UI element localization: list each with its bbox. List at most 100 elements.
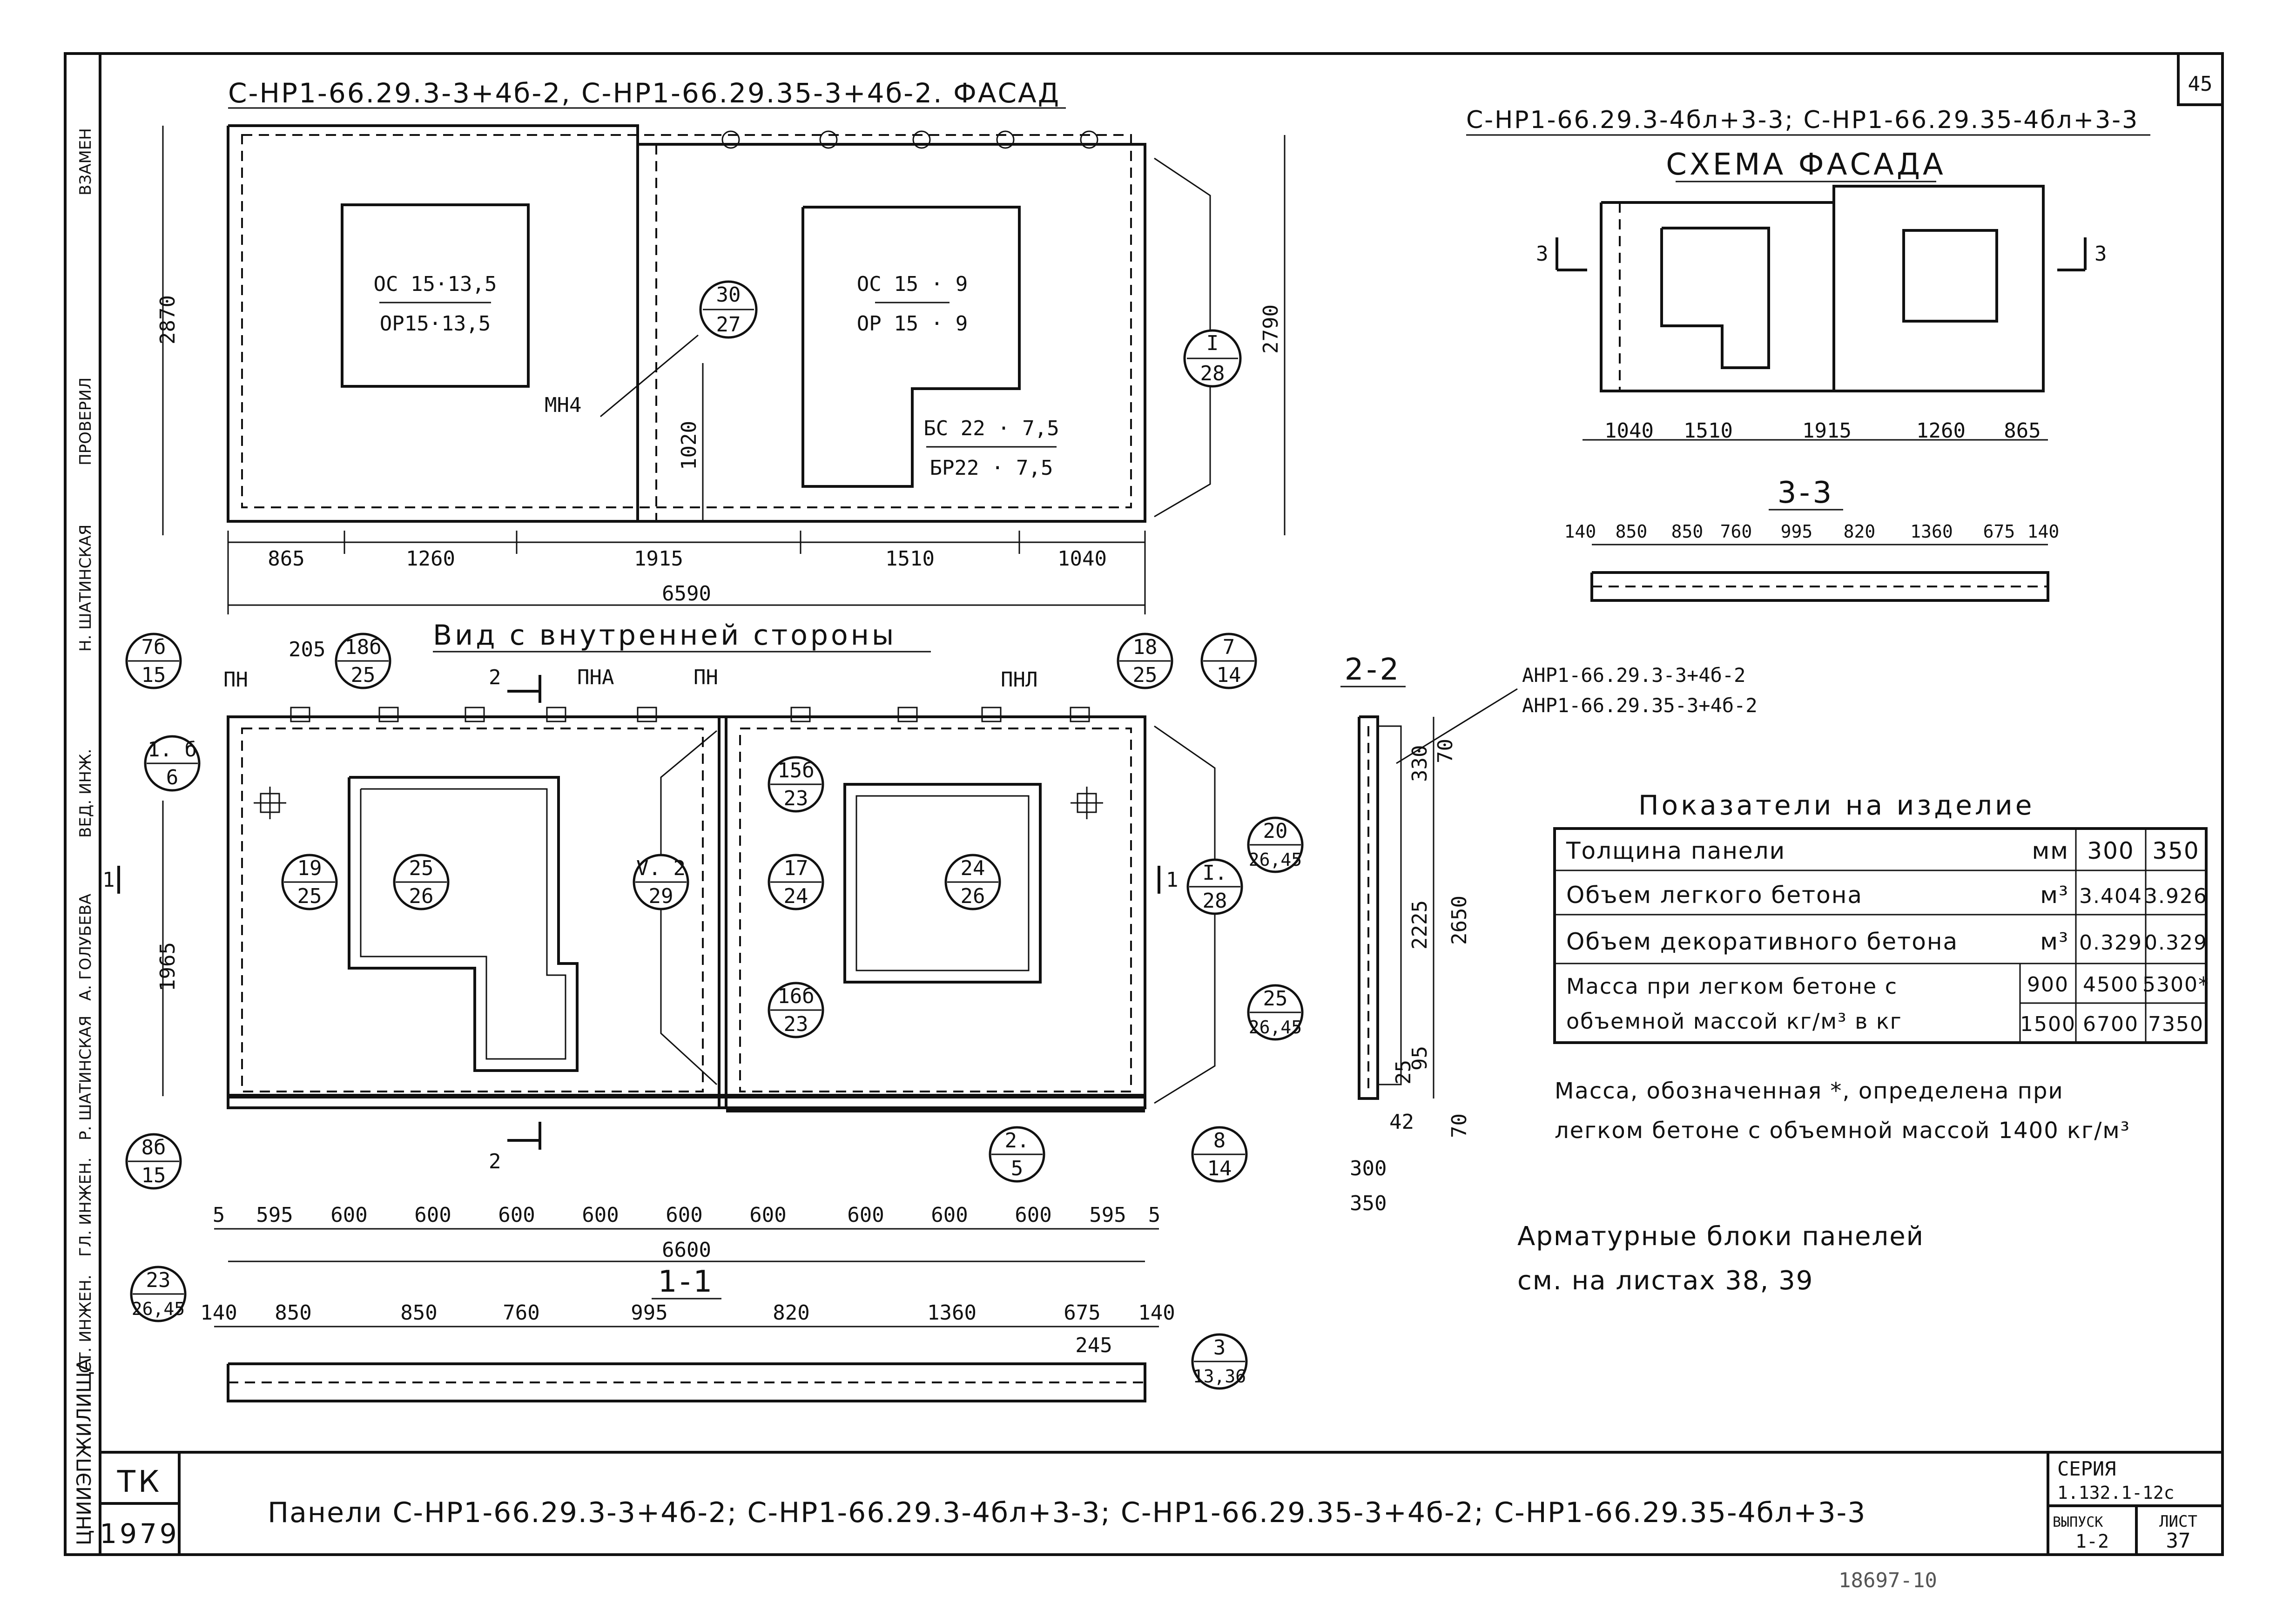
- tb-sheet-label: ЛИСТ: [2159, 1512, 2197, 1531]
- stamp-column-labels: ВЗАМЕН ПРОВЕРИЛ Н. ШАТИНСКАЯ ВЕД. ИНЖ. А…: [73, 128, 95, 1545]
- tb-series-value: 1.132.1-12с: [2057, 1482, 2175, 1503]
- s11-dim-4: 995: [631, 1301, 667, 1325]
- dim-bottom-1040: 1040: [1057, 547, 1107, 571]
- s22-dim-95: 95: [1408, 1046, 1432, 1071]
- bubble-24-top: 24: [961, 856, 985, 880]
- tb-series-label: СЕРИЯ: [2057, 1457, 2116, 1480]
- ind-row-2-v2: 0.329: [2144, 931, 2208, 955]
- bubble-i-inner-top: I.: [1203, 861, 1227, 885]
- dim-bottom-1915: 1915: [634, 547, 683, 571]
- door-label-bottom: БР22 · 7,5: [930, 456, 1053, 480]
- section-2-2-title: 2-2: [1345, 653, 1402, 687]
- ind-row-0-unit: мм: [2032, 837, 2069, 864]
- s22-dim-70a: 70: [1434, 739, 1457, 763]
- label-205: 205: [289, 638, 325, 661]
- inner-dim-10: 600: [1015, 1203, 1051, 1227]
- bubble-v2-top: V. 2: [636, 856, 686, 880]
- ind-row-1-v2: 3.926: [2144, 884, 2208, 908]
- ind-mass-1-v1: 6700: [2083, 1012, 2139, 1036]
- inner-view: Вид с внутренней стороны ПН 205: [102, 619, 1257, 1262]
- inner-dim-7: 600: [749, 1203, 786, 1227]
- tb-stamp: 18697-10: [1839, 1569, 1937, 1592]
- bubble-8-top: 8: [1213, 1129, 1226, 1152]
- dim-1965: 1965: [156, 942, 180, 991]
- side-label-ved-inzh: ВЕД. ИНЖ.: [76, 749, 95, 838]
- s22-dim-70b: 70: [1448, 1113, 1471, 1138]
- window-1-label-top: ОС 15·13,5: [374, 272, 497, 296]
- facade-2-sec-mark-left: 3: [1536, 242, 1549, 266]
- bubble-7-top: 7: [1223, 635, 1235, 659]
- bubble-i-bottom: 28: [1200, 362, 1225, 385]
- f2-dim-1915: 1915: [1802, 419, 1852, 443]
- inner-dim-6: 600: [666, 1203, 702, 1227]
- bubble-18b-top: 18б: [344, 635, 381, 659]
- s11-dim-7: 675: [1064, 1301, 1100, 1325]
- side-label-vzamen: ВЗАМЕН: [76, 128, 95, 195]
- bubble-2-top: 2.: [1005, 1129, 1030, 1152]
- s11-dim-8: 140: [1138, 1301, 1175, 1325]
- s33-dim-5: 820: [1844, 521, 1876, 542]
- sheet-number: 45: [2188, 72, 2213, 96]
- s33-dim-1: 850: [1616, 521, 1648, 542]
- bubble-20-bottom: 26,45: [1249, 849, 1302, 870]
- window-2-label-bottom: ОР 15 · 9: [857, 312, 968, 336]
- door-label-top: БС 22 · 7,5: [923, 417, 1059, 440]
- bubble-20-top: 20: [1263, 819, 1288, 843]
- inner-sec-mark-left: 1: [102, 868, 115, 892]
- s33-dim-8: 140: [2027, 521, 2060, 542]
- bubble-23-bottom: 26,45: [132, 1299, 185, 1319]
- ind-mass-1-density: 1500: [2020, 1012, 2076, 1036]
- label-sec-2-top: 2: [489, 666, 501, 689]
- s22-dim-25: 25: [1392, 1060, 1415, 1085]
- inner-sec-mark-right: 1: [1166, 868, 1179, 892]
- bubble-19-bottom: 25: [297, 884, 322, 908]
- bubble-16b-bottom: 23: [784, 1012, 808, 1036]
- ind-row-1-unit: м³: [2040, 882, 2069, 909]
- inner-dim-1: 595: [256, 1203, 293, 1227]
- f2-dim-1260: 1260: [1916, 419, 1966, 443]
- label-pnl: ПНЛ: [1001, 668, 1037, 692]
- s33-dim-6: 1360: [1910, 521, 1953, 542]
- inner-dim-4: 600: [498, 1203, 535, 1227]
- s11-dim-0: 140: [200, 1301, 237, 1325]
- side-label-gl-inzh: ГЛ. ИНЖЕН.: [76, 1158, 95, 1257]
- ind-row-2-unit: м³: [2040, 928, 2069, 955]
- section-1-1: 1-1 140 850 850 760 995 820 1360 675 140…: [130, 1265, 1248, 1402]
- s11-dim-1: 850: [275, 1301, 311, 1325]
- inner-dim-2: 600: [330, 1203, 367, 1227]
- ind-mass-1-v2: 7350: [2148, 1012, 2204, 1036]
- label-sec-2-bottom: 2: [489, 1150, 501, 1173]
- inner-dim-11: 595: [1089, 1203, 1126, 1227]
- sheet-number-box: [2177, 52, 2224, 106]
- s11-dim-6: 1360: [927, 1301, 977, 1325]
- bubble-7b-bottom: 15: [141, 663, 166, 687]
- inner-dim-0: 5: [213, 1203, 225, 1227]
- indicators-title: Показатели на изделие: [1638, 789, 2034, 821]
- s33-dim-7: 675: [1983, 521, 2015, 542]
- side-label-golubeva: А. ГОЛУБЕВА: [76, 894, 95, 1001]
- inner-view-bubbles: 7б 15 18б 25 18 25 7 14 1. б 6 19 25 25 …: [125, 633, 1257, 1190]
- title-block: ТК 1979 Панели С-НР1-66.29.3-3+4б-2; С-Н…: [100, 1452, 2222, 1592]
- bubble-19-top: 19: [297, 856, 322, 880]
- bubble-30-top: 30: [716, 283, 741, 307]
- dim-2790: 2790: [1259, 304, 1283, 354]
- inner-view-title: Вид с внутренней стороны: [433, 619, 896, 652]
- facade-1: С-НР1-66.29.3-3+4б-2, С-НР1-66.29.35-3+4…: [156, 77, 1286, 614]
- window-1-label-bottom: ОР15·13,5: [380, 312, 491, 336]
- ind-mass-0-density: 900: [2027, 973, 2069, 997]
- s33-dim-2: 850: [1671, 521, 1704, 542]
- section-2-2-ref-2: АНР1-66.29.35-3+4б-2: [1522, 694, 1758, 717]
- bubble-16b-top: 16б: [777, 984, 814, 1008]
- tb-year: 1979: [100, 1518, 180, 1550]
- dim-total-6590: 6590: [662, 582, 711, 606]
- side-label-shatinskaya-2: Р. ШАТИНСКАЯ: [76, 1016, 95, 1140]
- bubble-17-top: 17: [784, 856, 808, 880]
- s33-dim-4: 995: [1781, 521, 1813, 542]
- ind-mass-0-v1: 4500: [2083, 973, 2139, 997]
- bubble-18b-bottom: 25: [351, 663, 376, 687]
- dim-bottom-1510: 1510: [885, 547, 935, 571]
- bubble-8-bottom: 14: [1207, 1157, 1232, 1180]
- bubble-3-top: 3: [1213, 1336, 1226, 1360]
- facade-2-subtitle: СХЕМА ФАСАДА: [1666, 148, 1946, 182]
- facade-2-title: С-НР1-66.29.3-4бл+3-3; С-НР1-66.29.35-4б…: [1466, 106, 2139, 134]
